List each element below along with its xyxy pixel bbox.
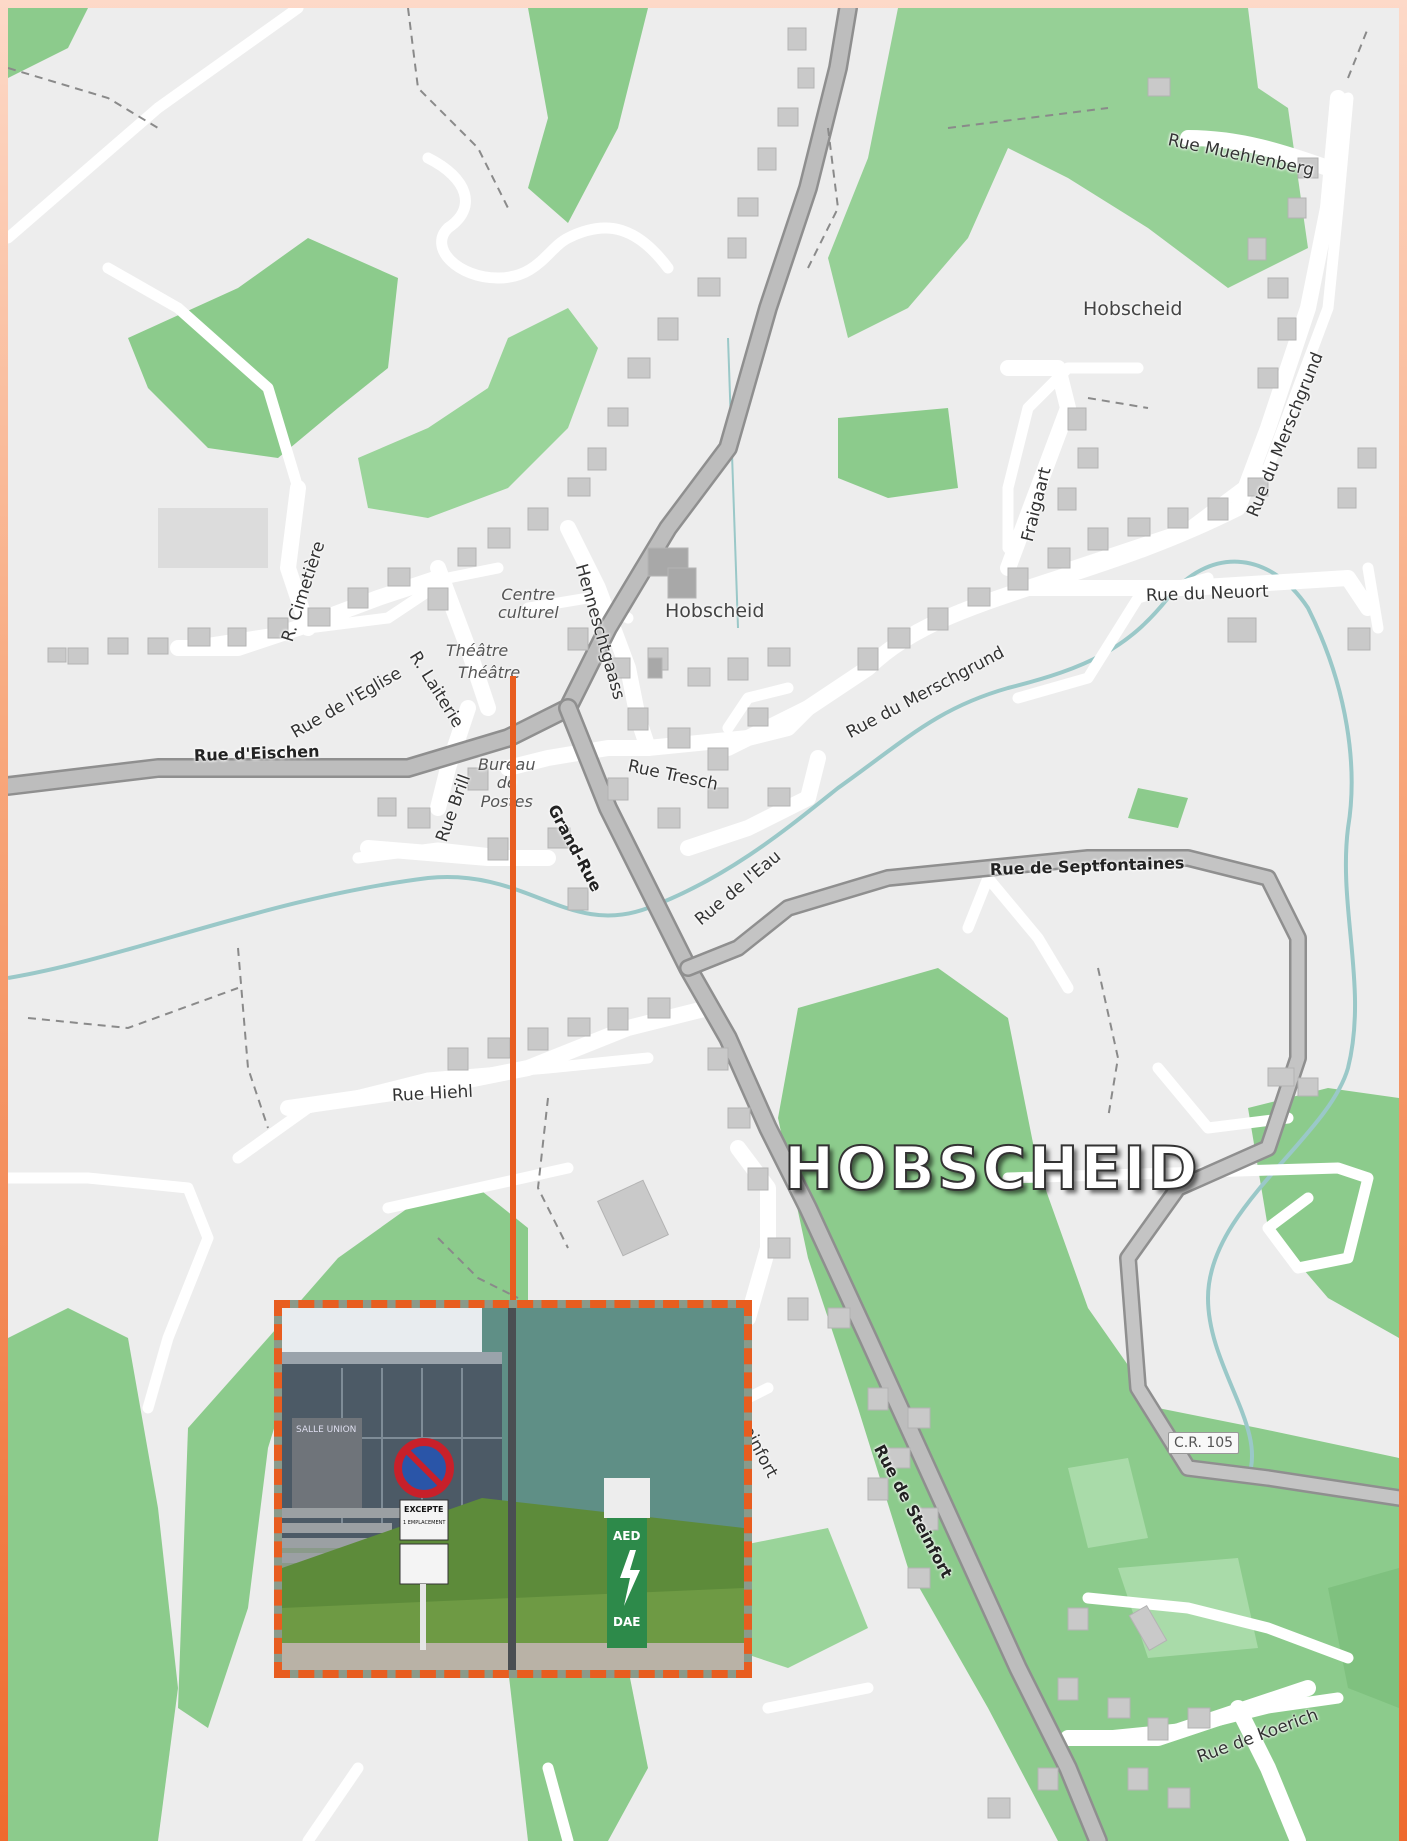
poi-label-bureau-de-postes: Bureau de Postes (478, 755, 536, 811)
aed-top-label: AED (613, 1529, 640, 1543)
rivers (8, 337, 1358, 1479)
street-label-rue-hiehl: Rue Hiehl (391, 1081, 474, 1106)
road-ref-cr105: C.R. 105 (1168, 1432, 1240, 1454)
poi-label-theatre-2: Théâtre (458, 663, 521, 682)
building-sign: SALLE UNION (296, 1425, 356, 1435)
footpaths (8, 8, 1369, 1299)
poi-label-theatre-1: Théâtre (446, 641, 509, 660)
buildings (47, 27, 1377, 1819)
place-label-hobscheid-center: Hobscheid (665, 600, 765, 622)
photo-illustration: SALLE UNION EXCEPTE 1 EMPLACEMENT AED DA… (282, 1308, 744, 1670)
poi-label-centre-culturel: Centre culturel (498, 585, 559, 623)
photo-inset[interactable]: SALLE UNION EXCEPTE 1 EMPLACEMENT AED DA… (274, 1300, 752, 1678)
map-canvas (8, 8, 1399, 1841)
parking-sign-line2: 1 EMPLACEMENT (403, 1520, 446, 1526)
residential-patch (158, 508, 268, 568)
poi-bureau-de-postes-text: Bureau de Postes (478, 755, 536, 811)
place-label-hobscheid-ne: Hobscheid (1083, 298, 1183, 320)
map-frame[interactable]: Rue Muehlenberg Rue du Merschgrund Rue d… (8, 8, 1399, 1841)
street-label-rue-du-neuort: Rue du Neuort (1145, 581, 1269, 606)
main-roads (8, 8, 1399, 1841)
photo-leader-line (510, 676, 516, 1310)
minor-roads (8, 8, 1384, 1841)
aed-bottom-label: DAE (613, 1615, 640, 1629)
parking-sign-line1: EXCEPTE (404, 1505, 443, 1514)
poi-centre-culturel-text: Centre culturel (498, 585, 559, 623)
street-label-rue-deischen: Rue d'Eischen (193, 741, 320, 765)
town-title: HOBSCHEID (783, 1133, 1200, 1205)
